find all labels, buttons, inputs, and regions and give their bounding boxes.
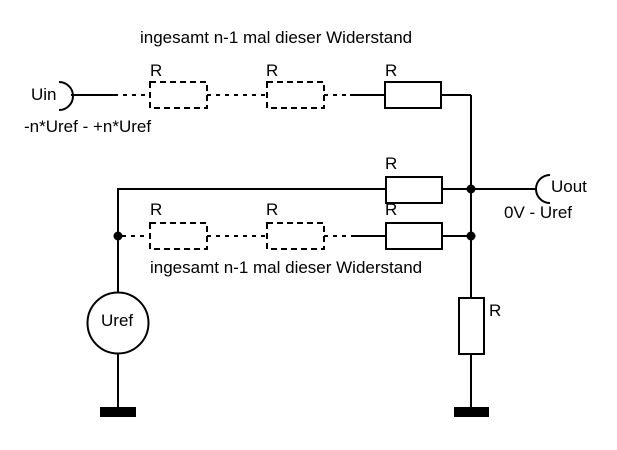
uout-terminal-icon: [535, 174, 551, 204]
junction-dot-left: [113, 231, 123, 241]
resistor-label-row1-1: R: [150, 61, 163, 80]
caption-top: ingesamt n-1 mal dieser Widerstand: [140, 28, 413, 47]
uref-source-label: Uref: [101, 311, 134, 330]
wire-left-branch: [117, 188, 386, 292]
resistor-label-load: R: [489, 301, 502, 320]
resistor-label-row3-2: R: [266, 200, 279, 219]
uout-range-label: 0V - Uref: [504, 203, 573, 222]
ground-icon-left: [100, 407, 136, 417]
ground-icon-right: [454, 407, 489, 417]
caption-bottom: ingesamt n-1 mal dieser Widerstand: [150, 258, 423, 277]
resistor-label-row1-3: R: [385, 61, 398, 80]
resistor-row3-3-solid: [385, 222, 443, 250]
resistor-label-feedback: R: [385, 154, 398, 173]
uin-terminal-icon: [58, 81, 74, 111]
uout-terminal-label: Uout: [551, 177, 587, 196]
junction-dot-row3: [466, 231, 476, 241]
resistor-load-vertical: [458, 297, 485, 355]
resistor-row1-1-dashed: [149, 81, 208, 109]
resistor-row3-1-dashed: [149, 222, 208, 250]
resistor-row3-2-dashed: [266, 222, 325, 250]
resistor-row1-2-dashed: [266, 81, 325, 109]
resistor-label-row3-1: R: [150, 200, 163, 219]
uin-terminal-label: Uin: [31, 85, 57, 104]
junction-dot-uout: [466, 184, 476, 194]
resistor-label-row3-3: R: [385, 200, 398, 219]
resistor-row1-3-solid: [384, 81, 442, 109]
uin-range-label: -n*Uref - +n*Uref: [24, 117, 152, 136]
resistor-label-row1-2: R: [266, 61, 279, 80]
